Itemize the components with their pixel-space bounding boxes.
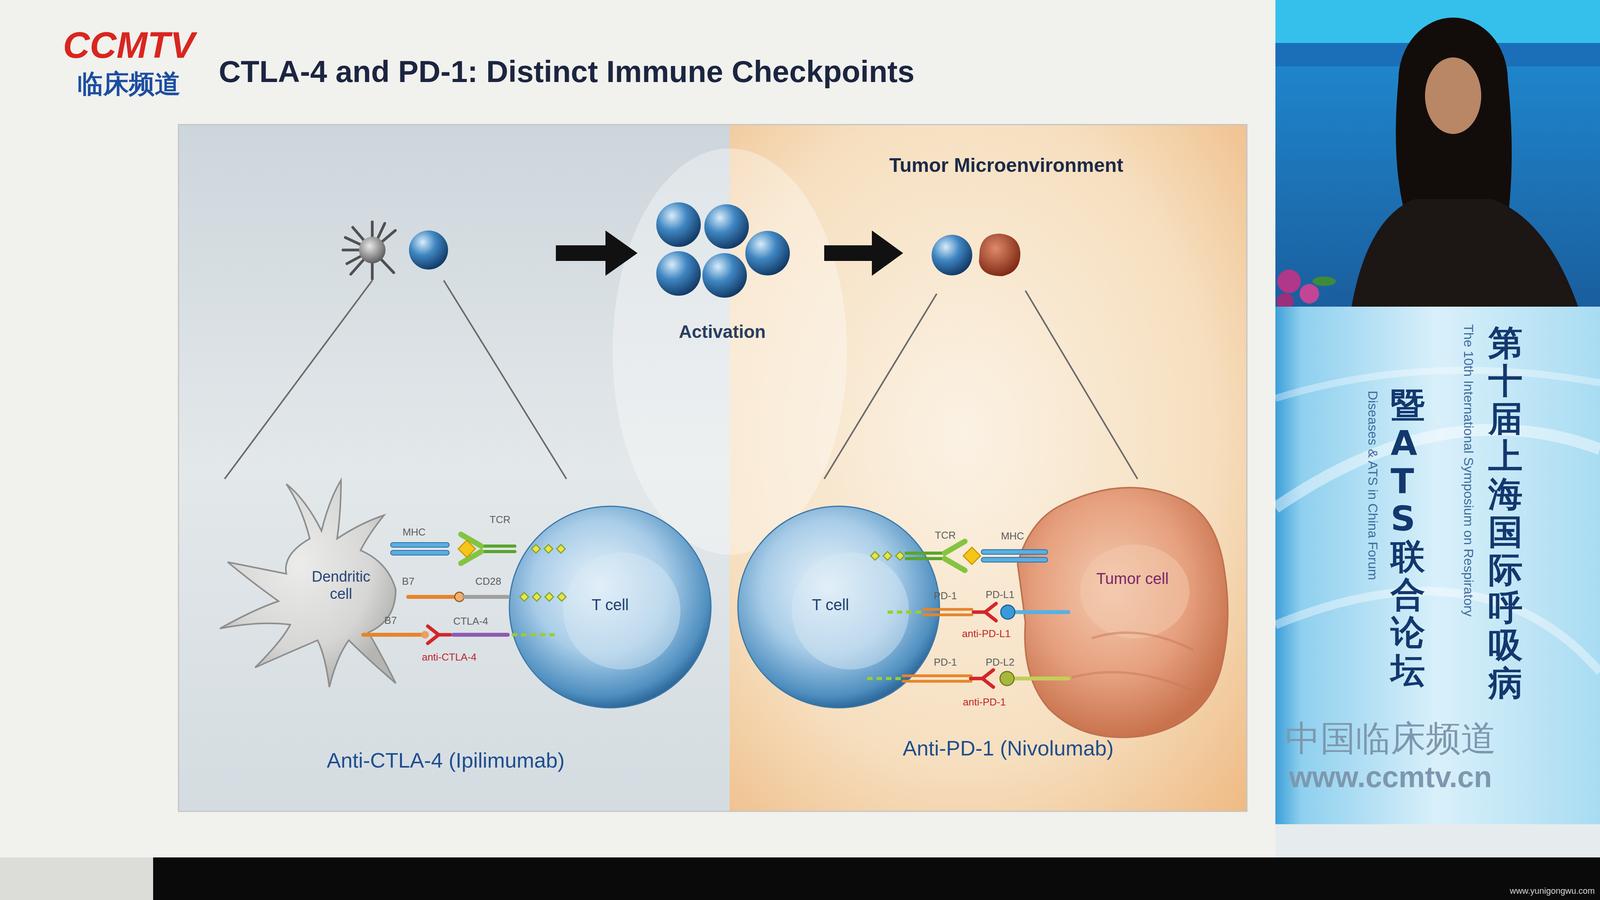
watermark: www.ccmtv.cn (1289, 759, 1493, 794)
molecule-label: PD-L1 (985, 588, 1015, 601)
molecule-label: CTLA-4 (453, 615, 489, 628)
panel-heading: Tumor Microenvironment (889, 153, 1124, 177)
molecule-label: MHC (1000, 530, 1024, 543)
watermark: 中国临床频道 (1285, 714, 1497, 763)
dendritic-cell: Dendritic cell (212, 472, 431, 692)
cell-label: Tumor cell (1096, 569, 1169, 588)
diagram-panels (178, 124, 1247, 812)
cell-label: T cell (591, 596, 629, 614)
molecule-label: TCR (934, 529, 956, 542)
banner-title: 暨ATS联合论坛 (1390, 386, 1425, 690)
molecule-label: PD-1 (933, 656, 957, 669)
logo-text: CCMTV (62, 23, 195, 67)
watermark: www.yunigongwu.com (1509, 885, 1595, 897)
t-cell: T cell (508, 505, 713, 709)
molecule-label: CD28 (475, 575, 502, 588)
logo-text: 临床频道 (77, 66, 181, 102)
banner-title: 第十届上海国际呼吸病 (1488, 324, 1523, 703)
t-cell: T cell (736, 505, 941, 709)
panel-band: Anti-CTLA-4 (Ipilimumab) Dendritic cell T … (178, 124, 730, 812)
stage-label: Activation (678, 321, 766, 343)
tumor-cell: Tumor cell (1013, 474, 1233, 740)
tumor-cell-shape (1013, 474, 1233, 740)
panel-caption: Anti-CTLA-4 (Ipilimumab) (326, 748, 565, 773)
antibody-label: anti-PD-L1 (962, 627, 1011, 640)
molecule-label: PD-L2 (985, 656, 1015, 669)
molecule-label: B7 (384, 614, 397, 627)
molecule-label: PD-1 (933, 589, 957, 602)
antibody-label: anti-PD-1 (962, 696, 1006, 709)
cell-label: Dendritic cell (305, 568, 377, 603)
molecule-label: B7 (401, 575, 415, 588)
panel-caption: Anti-PD-1 (Nivolumab) (902, 735, 1114, 761)
molecule-label: TCR (489, 513, 511, 526)
banner-subtitle: The 10th International Symposium on Resp… (1460, 324, 1477, 617)
molecule-label: MHC (402, 526, 426, 539)
slide-title: CTLA-4 and PD-1: Distinct Immune Checkpo… (218, 53, 915, 90)
activation-sequence (342, 202, 1021, 298)
banner-subtitle: Diseases & ATS in China Forum (1365, 390, 1381, 581)
antibody-label: anti-CTLA-4 (421, 651, 477, 664)
speaker-video (1275, 0, 1600, 311)
zoom-lines (224, 280, 1138, 479)
cell-label: T cell (812, 596, 850, 614)
panel-band: Tumor MicroenvironmentAnti-PD-1 (Nivolum… (729, 124, 1247, 812)
forum-banner (1275, 306, 1600, 825)
